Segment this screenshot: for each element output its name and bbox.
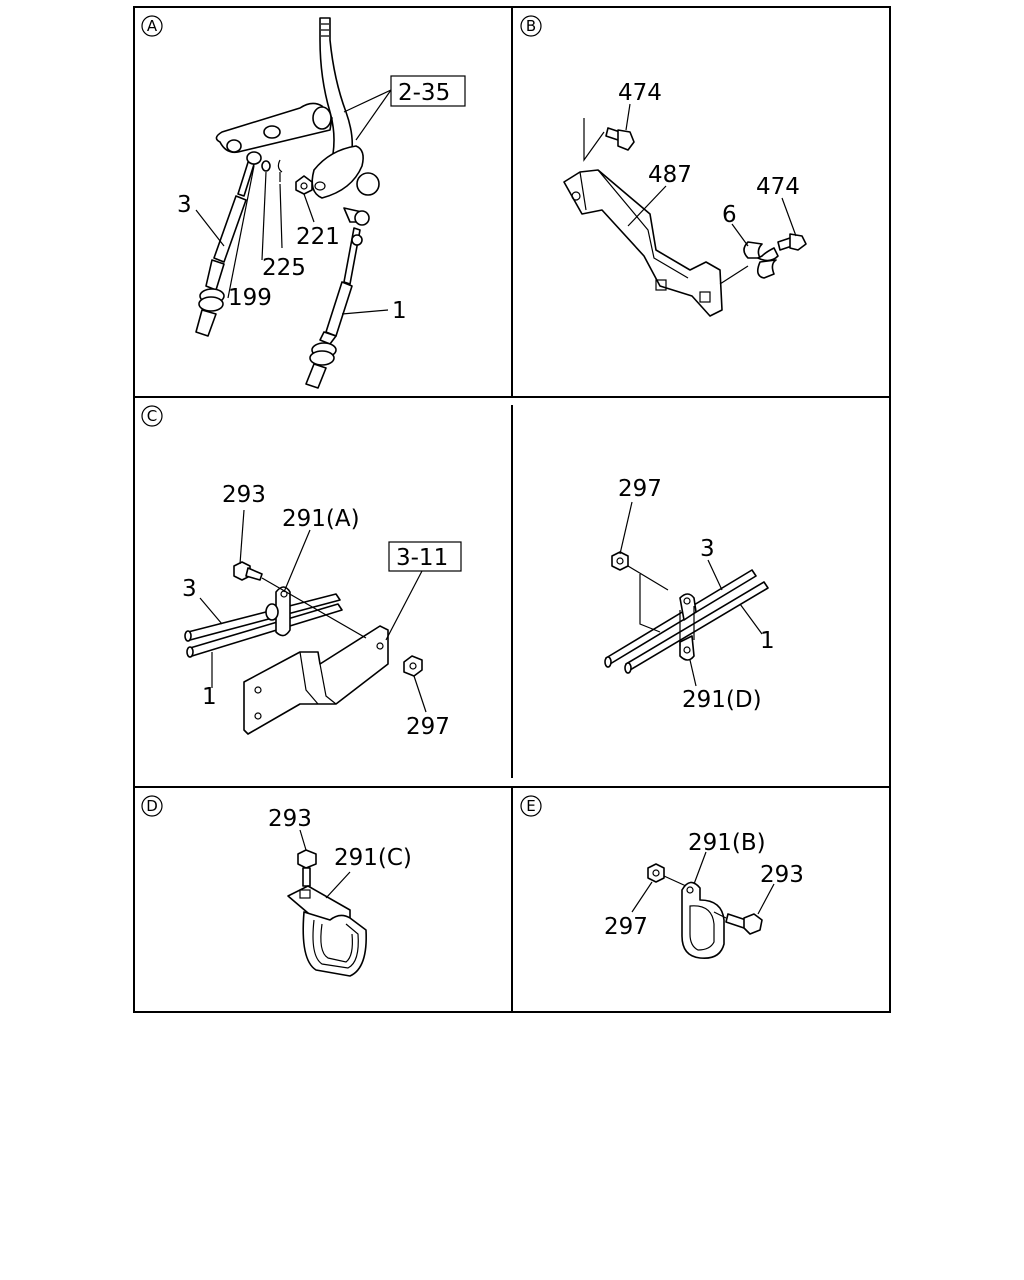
ref-box-3-11-label: 3-11: [396, 545, 448, 571]
callout-c2-297: 297: [618, 476, 662, 502]
panel-e-letter: E: [520, 795, 542, 817]
panel-c-letter: C: [141, 405, 163, 427]
bracket-3-11: [243, 625, 389, 735]
bolt-293-d: [297, 829, 317, 887]
panel-d-letter-text: D: [146, 797, 158, 815]
callout-e-291b: 291(B): [688, 830, 766, 856]
panel-b-leaders: [625, 103, 797, 247]
panel-e-letter-text: E: [526, 797, 535, 815]
callout-c2-1: 1: [760, 628, 775, 654]
callout-a-1: 1: [392, 298, 407, 324]
panel-c: C: [141, 405, 462, 740]
bolt-293-e: [713, 911, 763, 935]
callout-c2-3: 3: [700, 536, 715, 562]
callout-b-474-top: 474: [618, 80, 662, 106]
cables-c: [184, 593, 343, 658]
ref-box-2-35: 2-35: [343, 75, 466, 141]
cables-c2: [604, 569, 769, 674]
callout-a-3: 3: [177, 192, 192, 218]
callout-c-3: 3: [182, 576, 197, 602]
bolt-474-top: [583, 118, 635, 162]
callout-c2-291d: 291(D): [682, 687, 762, 713]
shift-lever: [215, 17, 380, 226]
panel-a-leaders: [195, 165, 389, 315]
callout-c-291a: 291(A): [282, 506, 360, 532]
callout-e-293: 293: [760, 862, 804, 888]
panel-a: A 2-35: [141, 15, 466, 389]
leader-d-291c: [325, 871, 351, 899]
panel-c-letter-text: C: [147, 407, 157, 425]
panel-d: D 293 291(C): [141, 795, 412, 977]
callout-b-6: 6: [722, 202, 737, 228]
panel-d-letter: D: [141, 795, 163, 817]
clamp-291a: [265, 586, 291, 637]
panel-b-letter: B: [520, 15, 542, 37]
clamp-291b: [681, 881, 725, 960]
panel-b-letter-text: B: [526, 17, 536, 35]
callout-c-297: 297: [406, 714, 450, 740]
ref-box-2-35-label: 2-35: [398, 80, 450, 106]
small-hardware-a: [261, 159, 313, 195]
callout-a-199: 199: [228, 285, 272, 311]
callout-d-291c: 291(C): [334, 845, 412, 871]
callout-e-297: 297: [604, 914, 648, 940]
panel-a-letter-text: A: [147, 17, 158, 35]
callout-a-221: 221: [296, 224, 340, 250]
panel-c-leaders: [199, 509, 427, 713]
panel-a-letter: A: [141, 15, 163, 37]
panel-e-leaders: [631, 851, 775, 915]
cable-3: [195, 151, 262, 337]
clip-291c: [287, 885, 367, 977]
panel-c2: 297 3 1 291(D): [604, 476, 775, 713]
bracket-487: [563, 169, 723, 317]
callout-d-293: 293: [268, 806, 312, 832]
callout-a-225: 225: [262, 255, 306, 281]
nut-297-e: [647, 863, 687, 887]
nut-297-c: [403, 655, 423, 677]
callout-c-293: 293: [222, 482, 266, 508]
cable-1: [305, 227, 363, 389]
panel-c2-leaders: [619, 501, 763, 687]
diagram-frame: [133, 6, 891, 1013]
callout-b-487: 487: [648, 162, 692, 188]
bolt-293-c: [233, 561, 367, 639]
clamp-291d: [679, 593, 697, 661]
bolt-474-right: [719, 233, 807, 285]
panel-b: B 474: [520, 15, 807, 317]
callout-c-1: 1: [202, 684, 217, 710]
nut-297-c2: [611, 551, 669, 633]
callout-b-474-right: 474: [756, 174, 800, 200]
panel-e: E 291(B) 293 297: [520, 795, 804, 960]
ref-box-3-11: 3-11: [385, 541, 462, 641]
clip-6: [743, 241, 779, 279]
